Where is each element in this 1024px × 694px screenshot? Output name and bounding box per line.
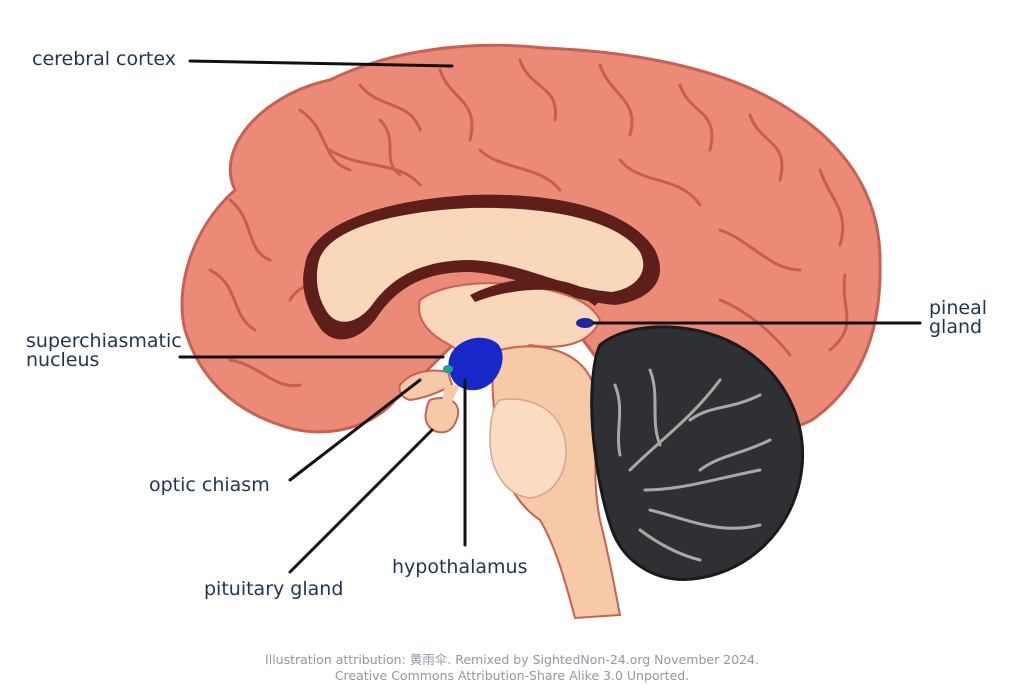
cerebral-cortex-label: cerebral cortex (32, 48, 176, 70)
cortex-folds (208, 58, 849, 388)
attribution-line-1: Illustration attribution: 黄雨伞. Remixed b… (265, 652, 759, 667)
inner-tissue (418, 282, 602, 358)
pituitary-gland-label: pituitary gland (204, 578, 344, 600)
hypothalamus-label: hypothalamus (392, 556, 528, 578)
corpus-callosum (316, 207, 644, 322)
hypothalamus-region (448, 337, 503, 391)
attribution-line-2: Creative Commons Attribution-Share Alike… (334, 668, 690, 683)
optic-chiasm-label: optic chiasm (149, 474, 270, 496)
leader-pituitary-gland (288, 428, 434, 574)
cerebellum (590, 325, 805, 581)
pineal-gland-label-line2: gland (929, 316, 983, 338)
suprachiasmatic-nucleus-label: superchiasmatic nucleus (26, 332, 182, 370)
leader-cerebral-cortex (188, 59, 454, 68)
leader-optic-chiasm (288, 378, 422, 482)
suprachiasmatic-label-line2: nucleus (26, 349, 100, 371)
pineal-region (576, 318, 594, 328)
suprachiasmatic-label-line1: superchiasmatic (26, 330, 182, 352)
pineal-gland-label-line1: pineal (929, 297, 987, 319)
leader-lines (178, 59, 922, 574)
pituitary (424, 397, 460, 434)
fornix-dark (470, 278, 600, 306)
pineal-gland-label: pineal gland (929, 299, 987, 337)
cerebellum-body (590, 325, 805, 581)
cerebrum (180, 43, 882, 439)
cerebellum-branches (613, 368, 772, 562)
pons (489, 398, 567, 499)
suprachiasmatic-region (443, 365, 453, 373)
infundibulum (442, 385, 460, 402)
